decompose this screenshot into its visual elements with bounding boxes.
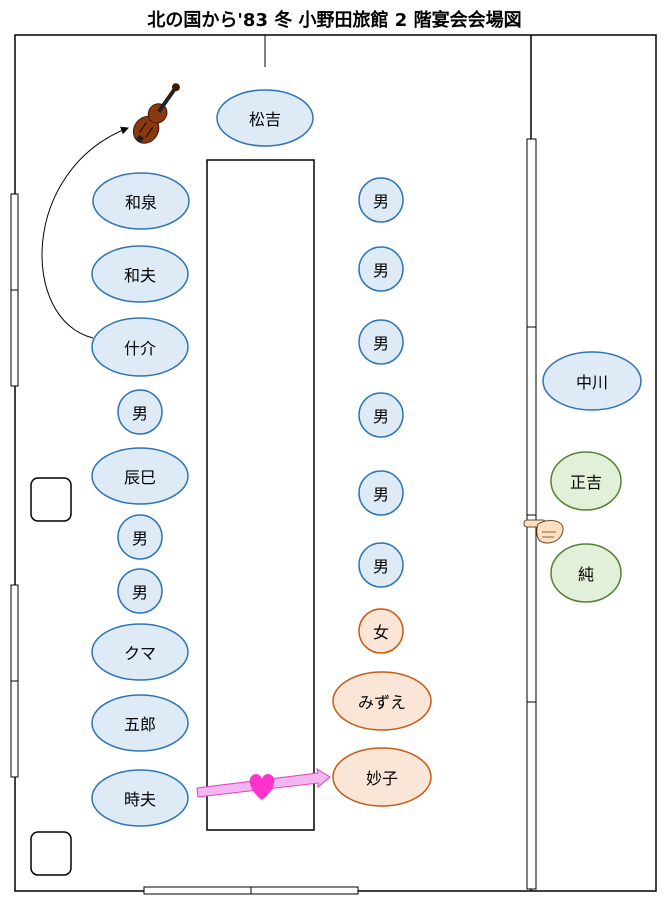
seat-shape-jusuke [91, 317, 189, 377]
seat-goro: 五郎 [123, 715, 157, 734]
seat-shape-nakagawa [542, 351, 642, 411]
seat-man-right-3: 男 [372, 334, 390, 353]
seat-shape-kazuo [91, 245, 189, 303]
seat-shape-masakichi [550, 451, 622, 511]
seat-tatsumi: 辰巳 [123, 468, 157, 487]
seat-izumi: 和泉 [124, 193, 158, 212]
seat-matsukichi: 松吉 [248, 110, 282, 129]
seat-man-left-3: 男 [131, 583, 149, 602]
seat-shape-man-right-1 [358, 177, 404, 223]
seat-shape-man-right-6 [358, 542, 404, 588]
page-title: 北の国から'83 冬 小野田旅館 2 階宴会会場図 [147, 10, 522, 31]
seat-tokio: 時夫 [123, 790, 157, 809]
seat-shape-matsukichi [216, 89, 314, 147]
banquet-table [206, 159, 315, 831]
seat-mizue: みずえ [357, 693, 407, 712]
seat-shape-tokio [91, 769, 189, 827]
seat-man-right-5: 男 [372, 485, 390, 504]
sliding-doors [526, 138, 537, 890]
seat-shape-man-left-1 [117, 389, 163, 435]
curved-arrow [41, 126, 129, 339]
seat-shape-man-left-3 [117, 568, 163, 614]
seat-jusuke: 什介 [123, 339, 157, 358]
seat-man-right-2: 男 [372, 261, 390, 280]
seat-kazuo: 和夫 [123, 266, 157, 285]
pointing-hand-icon [523, 519, 564, 544]
seat-shape-man-right-4 [358, 392, 404, 438]
seat-shape-man-right-3 [358, 319, 404, 365]
pillar [30, 477, 72, 522]
seat-shape-mizue [332, 671, 432, 731]
seat-shape-jun [550, 543, 622, 603]
seat-nakagawa: 中川 [575, 373, 609, 392]
seat-taeko: 妙子 [365, 769, 399, 788]
seat-man-left-1: 男 [131, 404, 149, 423]
violin-icon [132, 83, 180, 144]
seat-man-right-4: 男 [372, 407, 390, 426]
seat-shape-man-right-2 [358, 246, 404, 292]
seat-man-left-2: 男 [131, 529, 149, 548]
seat-shape-tatsumi [91, 447, 189, 505]
seat-shape-man-left-2 [117, 514, 163, 560]
seat-shape-woman [358, 608, 404, 654]
seat-kuma: クマ [123, 644, 157, 663]
seat-shape-kuma [91, 623, 189, 681]
seat-shape-izumi [92, 172, 190, 230]
seat-jun: 純 [577, 565, 595, 584]
seat-shape-man-right-5 [358, 470, 404, 516]
seat-masakichi: 正吉 [569, 473, 603, 492]
seat-man-right-6: 男 [372, 557, 390, 576]
pillar [30, 831, 72, 876]
seat-man-right-1: 男 [372, 192, 390, 211]
seat-shape-taeko [332, 747, 432, 807]
heart-icon [249, 774, 275, 800]
seat-shape-goro [91, 694, 189, 752]
seat-woman: 女 [372, 623, 390, 642]
